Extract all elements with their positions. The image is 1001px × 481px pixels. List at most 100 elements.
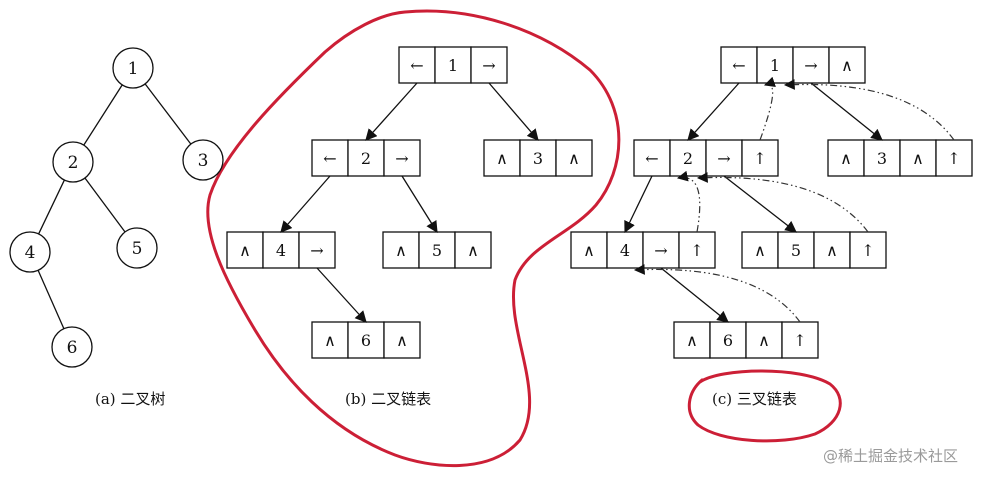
triple-list-cell-3: ↑ (690, 241, 703, 260)
triple-list-cell-3: ↑ (793, 331, 806, 350)
tree-edge (83, 84, 123, 146)
triple-list-child-link (687, 82, 740, 141)
binary-list-node-4: ∧4→ (226, 231, 336, 269)
triple-list-child-link (624, 175, 653, 234)
red-annotation-outline (206, 9, 621, 468)
caption-triple-linked-list: (c) 三叉链表 (712, 390, 797, 408)
triple-list-cell-box (849, 231, 887, 269)
triple-list-parent-link (633, 264, 801, 323)
tree-edge (84, 177, 126, 233)
triple-list-cell-box (745, 321, 783, 359)
tree-node-circle (52, 141, 94, 183)
binary-list-node-3: ∧3∧ (483, 139, 593, 177)
binary-list-cell-box (519, 139, 557, 177)
triple-list-cell-2: → (717, 149, 730, 168)
triple-list-cell-2: → (804, 56, 817, 75)
tree-node-3: 3 (182, 139, 224, 181)
tree-node-label: 5 (132, 239, 143, 259)
binary-list-cell-1: 6 (361, 331, 371, 350)
watermark: @稀土掘金技术社区 (823, 447, 958, 465)
triple-list-cell-0: ← (645, 149, 658, 168)
binary-list-cell-1: 1 (448, 56, 458, 75)
triple-list-cell-box (642, 231, 680, 269)
triple-list-parent-link (759, 76, 776, 141)
binary-list-cell-1: 4 (276, 241, 286, 260)
red-caption-circle (687, 369, 842, 443)
binary-list-node-5: ∧5∧ (382, 231, 492, 269)
binary-list-cell-box (454, 231, 492, 269)
binary-list-cell-box (298, 231, 336, 269)
binary-list-cell-box (382, 231, 420, 269)
triple-list-cell-0: ← (732, 56, 745, 75)
tree-edge (144, 83, 192, 145)
binary-list-cell-2: ∧ (396, 331, 408, 350)
binary-list-cell-2: → (310, 241, 323, 260)
triple-list-node-3: ∧3∧↑ (827, 139, 973, 177)
binary-list-cell-box (262, 231, 300, 269)
triple-list-cell-1: 3 (877, 149, 887, 168)
tree-node-circle (112, 47, 154, 89)
triple-list-child-link (810, 82, 883, 141)
tree-node-circle (51, 326, 93, 368)
triple-list-parent-link (676, 170, 701, 233)
binary-list-child-link (488, 82, 539, 141)
triple-list-cell-box (570, 231, 608, 269)
triple-list-node-6: ∧6∧↑ (673, 321, 819, 359)
tree-node-circle (116, 227, 158, 269)
triple-list-cell-box (741, 231, 779, 269)
triple-list-cell-box (935, 139, 973, 177)
tree-node-2: 2 (52, 141, 94, 183)
binary-list-cell-0: ∧ (395, 241, 407, 260)
binary-list-node-6: ∧6∧ (311, 321, 421, 359)
triple-list-node-4: ∧4→↑ (570, 231, 716, 269)
tree-edge (37, 270, 65, 329)
binary-list-child-link (401, 175, 438, 233)
binary-list-child-link (365, 82, 418, 141)
triple-list-cell-box (781, 321, 819, 359)
triple-list-child-link (723, 175, 797, 233)
triple-list-cell-3: ↑ (861, 241, 874, 260)
caption-binary-tree: (a) 二叉树 (95, 390, 165, 408)
triple-list-cell-box (741, 139, 779, 177)
triple-list-cell-box (899, 139, 937, 177)
binary-list-cell-box (483, 139, 521, 177)
binary-list-child-link (280, 175, 331, 233)
triple-list-cell-2: ∧ (826, 241, 838, 260)
binary-list-child-link (316, 267, 367, 323)
binary-list-cell-2: → (482, 56, 495, 75)
triple-list-cell-box (709, 321, 747, 359)
triple-list-cell-1: 5 (791, 241, 801, 260)
binary-list-cell-0: ← (323, 149, 336, 168)
binary-list-cell-box (311, 321, 349, 359)
triple-list-node-2: ←2→↑ (633, 139, 779, 177)
tree-node-label: 6 (67, 338, 78, 358)
tree-node-5: 5 (116, 227, 158, 269)
tree-node-label: 3 (198, 151, 209, 171)
binary-list-cell-0: ← (410, 56, 423, 75)
triple-linked-list: ←1→∧←2→↑∧3∧↑∧4→↑∧5∧↑∧6∧↑ (570, 46, 973, 359)
tree-node-label: 2 (68, 153, 79, 173)
binary-list-node-1: ← 1 → (398, 46, 508, 84)
tree-node-4: 4 (9, 231, 51, 273)
binary-list-cell-1: 3 (533, 149, 543, 168)
triple-list-cell-1: 1 (770, 56, 780, 75)
triple-list-cell-box (828, 46, 866, 84)
triple-list-cell-3: ↑ (753, 149, 766, 168)
binary-list-cell-2: ∧ (568, 149, 580, 168)
binary-list-cell-box (383, 139, 421, 177)
triple-list-node-1: ←1→∧ (720, 46, 866, 84)
triple-list-cell-1: 6 (723, 331, 733, 350)
triple-list-cell-3: ↑ (947, 149, 960, 168)
triple-list-cell-box (827, 139, 865, 177)
triple-list-cell-0: ∧ (754, 241, 766, 260)
triple-list-cell-box (777, 231, 815, 269)
binary-list-cell-2: ∧ (467, 241, 479, 260)
binary-list-cell-box (383, 321, 421, 359)
binary-list-cell-1: 2 (361, 149, 371, 168)
binary-list-node-2: ←2→ (311, 139, 421, 177)
triple-list-cell-0: ∧ (686, 331, 698, 350)
triple-list-cell-box (813, 231, 851, 269)
triple-list-cell-0: ∧ (840, 149, 852, 168)
